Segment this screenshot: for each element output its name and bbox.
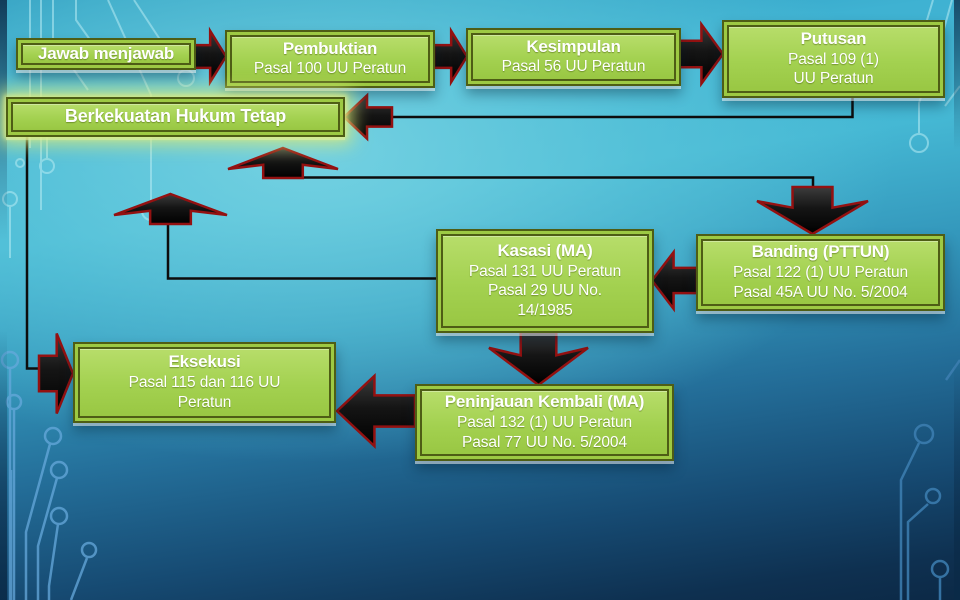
flow-box-putusan: Putusan Pasal 109 (1) UU Peratun: [722, 20, 945, 98]
box-line: Pasal 109 (1): [788, 50, 879, 68]
arrow-pembuktian-to-kesimpulan: [434, 28, 467, 85]
flow-box-kasasi: Kasasi (MA) Pasal 131 UU Peratun Pasal 2…: [436, 229, 654, 333]
flow-box-banding: Banding (PTTUN) Pasal 122 (1) UU Peratun…: [696, 234, 945, 311]
box-line: Pasal 132 (1) UU Peratun: [456, 414, 633, 432]
box-line: Pasal 45A UU No. 5/2004: [733, 283, 908, 301]
box-line: Pasal 100 UU Peratun: [253, 60, 407, 78]
right-edge-shade: [954, 0, 960, 600]
connector-kasasi-to-berkekuatan: [166, 220, 437, 280]
box-line: UU Peratun: [793, 70, 874, 88]
box-title-kasasi: Kasasi (MA): [497, 240, 593, 260]
box-line: Pasal 115 dan 116 UU: [128, 374, 281, 392]
arrow-up-to-berkekuatan-right: [228, 148, 338, 178]
box-title-kesimpulan: Kesimpulan: [526, 36, 621, 56]
circuit-decoration-bottom-right: [899, 359, 960, 600]
arrow-kesimpulan-to-putusan: [678, 21, 723, 87]
arrow-into-eksekusi: [39, 329, 73, 418]
box-line: Peratun: [177, 393, 232, 411]
box-line: 14/1985: [517, 302, 573, 320]
connector-putusan-to-berkekuatan: [391, 98, 854, 119]
flow-box-pembuktian: Pembuktian Pasal 100 UU Peratun: [225, 30, 435, 88]
box-title-putusan: Putusan: [800, 28, 867, 48]
box-line: Pasal 77 UU No. 5/2004: [462, 433, 627, 451]
arrow-into-berkekuatan: [344, 93, 392, 141]
box-title-peninjauan: Peninjauan Kembali (MA): [444, 392, 645, 412]
flow-box-eksekusi: Eksekusi Pasal 115 dan 116 UU Peratun: [73, 342, 336, 423]
arrow-jawab-to-pembuktian: [193, 28, 226, 85]
arrow-down-to-banding: [757, 187, 868, 234]
flow-box-jawab-menjawab: Jawab menjawab: [16, 38, 196, 70]
connector-berkekuatan-banding: [281, 176, 815, 190]
arrow-kasasi-to-peninjauan: [489, 332, 588, 385]
box-title-banding: Banding (PTTUN): [751, 242, 890, 262]
box-line: Pasal 122 (1) UU Peratun: [732, 264, 909, 282]
box-title-pembuktian: Pembuktian: [282, 38, 378, 58]
box-line: Pasal 56 UU Peratun: [501, 58, 646, 76]
arrow-banding-to-kasasi: [652, 249, 697, 312]
box-line: Pasal 29 UU No.: [488, 282, 602, 300]
left-edge-shade: [0, 0, 7, 600]
arrow-peninjauan-to-eksekusi: [337, 372, 415, 450]
arrow-up-to-berkekuatan-left: [114, 194, 227, 224]
box-title-berkekuatan: Berkekuatan Hukum Tetap: [64, 106, 287, 127]
box-title-jawab: Jawab menjawab: [37, 43, 175, 63]
flow-box-peninjauan-kembali: Peninjauan Kembali (MA) Pasal 132 (1) UU…: [415, 384, 674, 461]
flow-box-berkekuatan-hukum-tetap: Berkekuatan Hukum Tetap: [6, 97, 345, 137]
box-title-eksekusi: Eksekusi: [168, 352, 241, 372]
flow-box-kesimpulan: Kesimpulan Pasal 56 UU Peratun: [466, 28, 681, 86]
box-line: Pasal 131 UU Peratun: [468, 262, 622, 280]
